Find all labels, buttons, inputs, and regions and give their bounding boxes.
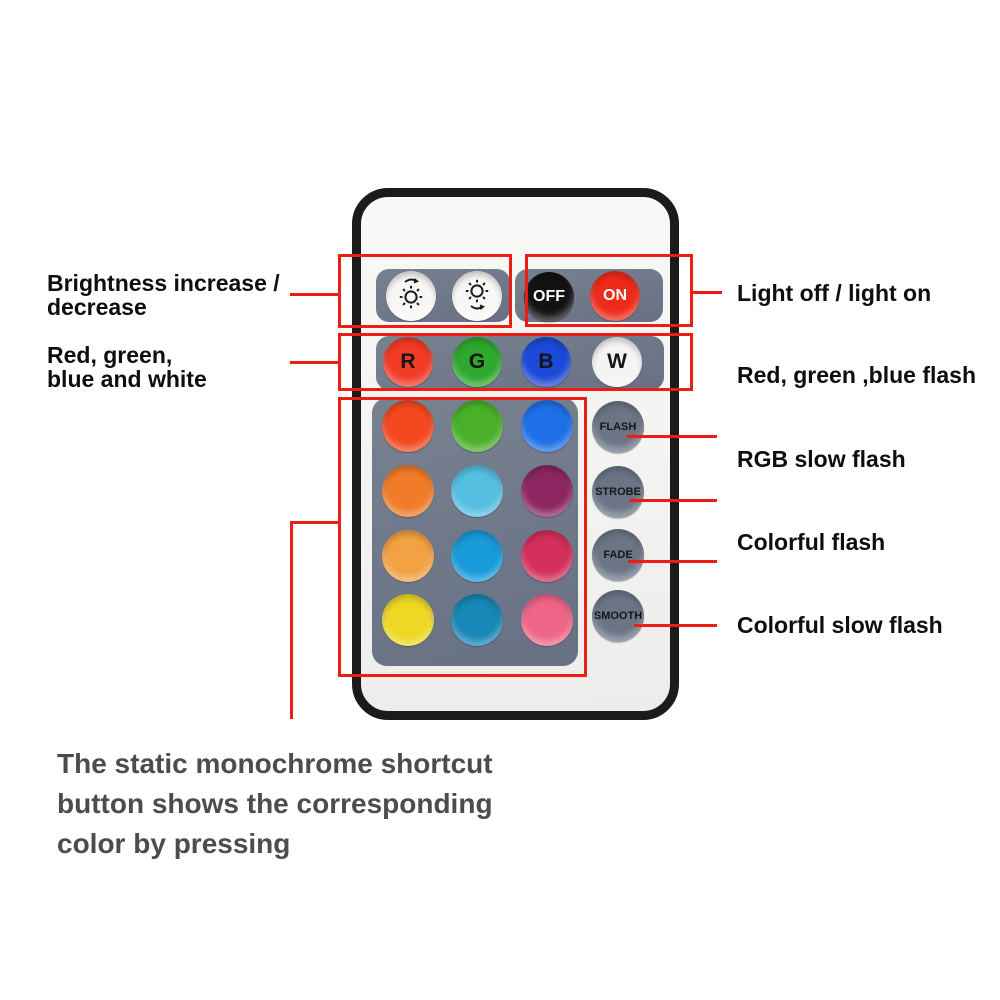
color-button-azure[interactable] xyxy=(451,530,503,582)
color-button-orange[interactable] xyxy=(382,465,434,517)
bottom-note-line3: color by pressing xyxy=(57,828,291,859)
color-button-pink[interactable] xyxy=(521,594,573,646)
connector-grid-vertical xyxy=(290,521,293,719)
label-rgb-slow-flash: RGB slow flash xyxy=(737,446,906,472)
annotation-box-color-grid xyxy=(338,397,587,677)
connector-rgbw xyxy=(290,361,338,364)
annotation-box-power xyxy=(525,254,693,327)
connector-fade xyxy=(628,560,717,563)
label-rgbw-line1: Red, green, xyxy=(47,342,173,368)
label-rgbw: Red, green, blue and white xyxy=(47,343,207,391)
strobe-button[interactable]: STROBE xyxy=(592,466,644,518)
label-rgb-flash: Red, green ,blue flash xyxy=(737,362,976,388)
color-button-sky-blue[interactable] xyxy=(451,465,503,517)
off-button[interactable]: OFF xyxy=(524,272,574,322)
bottom-note-line1: The static monochrome shortcut xyxy=(57,748,493,779)
smooth-button[interactable]: SMOOTH xyxy=(592,590,644,642)
label-brightness-line1: Brightness increase / xyxy=(47,270,280,296)
connector-light-onoff xyxy=(693,291,722,294)
fade-button[interactable]: FADE xyxy=(592,529,644,581)
brightness-increase-button[interactable] xyxy=(386,271,436,321)
label-colorful-slow-flash: Colorful slow flash xyxy=(737,612,943,638)
sun-down-icon xyxy=(459,276,495,317)
label-rgbw-line2: blue and white xyxy=(47,366,207,392)
white-button[interactable]: W xyxy=(592,337,642,387)
connector-smooth xyxy=(634,624,717,627)
label-colorful-flash: Colorful flash xyxy=(737,529,886,555)
green-button[interactable]: G xyxy=(452,337,502,387)
sun-up-icon xyxy=(393,276,429,317)
color-button-green[interactable] xyxy=(451,400,503,452)
color-button-red-orange[interactable] xyxy=(382,400,434,452)
annotation-box-brightness xyxy=(338,254,512,328)
label-brightness: Brightness increase / decrease xyxy=(47,271,280,319)
color-button-teal-blue[interactable] xyxy=(451,594,503,646)
connector-brightness xyxy=(290,293,338,296)
annotation-box-rgbw xyxy=(338,333,693,391)
color-button-plum[interactable] xyxy=(521,465,573,517)
on-button[interactable]: ON xyxy=(590,271,640,321)
color-button-crimson[interactable] xyxy=(521,530,573,582)
label-brightness-line2: decrease xyxy=(47,294,147,320)
connector-grid-horizontal xyxy=(290,521,338,524)
blue-button[interactable]: B xyxy=(521,337,571,387)
flash-button[interactable]: FLASH xyxy=(592,401,644,453)
connector-strobe xyxy=(630,499,717,502)
color-button-light-orange[interactable] xyxy=(382,530,434,582)
color-button-blue[interactable] xyxy=(521,400,573,452)
red-button[interactable]: R xyxy=(383,337,433,387)
color-button-yellow[interactable] xyxy=(382,594,434,646)
bottom-note-line2: button shows the corresponding xyxy=(57,788,493,819)
bottom-note: The static monochrome shortcut button sh… xyxy=(57,744,493,864)
brightness-decrease-button[interactable] xyxy=(452,271,502,321)
connector-flash xyxy=(627,435,717,438)
label-light-onoff: Light off / light on xyxy=(737,280,932,306)
